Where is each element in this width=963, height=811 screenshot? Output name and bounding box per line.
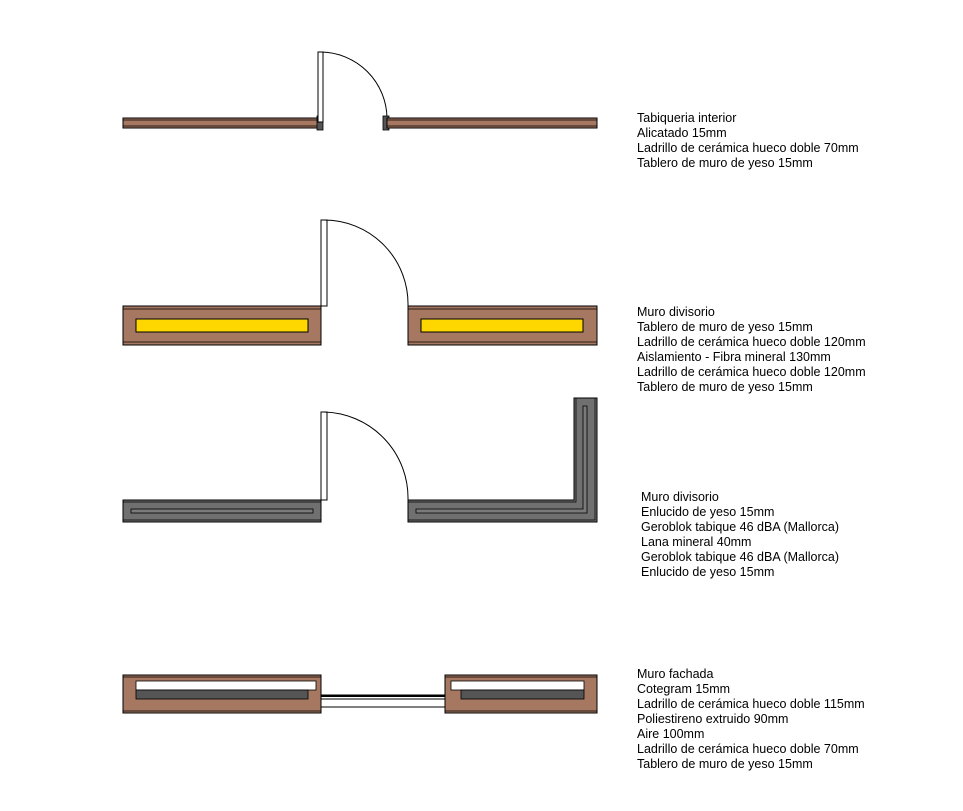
legend-layer: Tablero de muro de yeso 15mm xyxy=(637,320,813,334)
door-leaf-3 xyxy=(320,411,328,501)
legend-tabiqueria-interior: Tabiqueria interior Alicatado 15mm Ladri… xyxy=(637,111,859,171)
legend-title: Muro fachada xyxy=(637,667,714,681)
section-muro-divisorio-1 xyxy=(122,219,598,346)
legend-layer: Ladrillo de cerámica hueco doble 115mm xyxy=(637,697,865,711)
legend-title: Tabiqueria interior xyxy=(637,111,737,125)
legend-layer: Aire 100mm xyxy=(637,727,705,741)
wall-right-3 xyxy=(407,397,598,523)
section-muro-divisorio-2 xyxy=(122,397,598,523)
door-swing-3 xyxy=(323,411,409,501)
mineral-wool-right-3 xyxy=(415,405,588,514)
air-gap-left-4 xyxy=(135,680,317,691)
insulation-left-2 xyxy=(135,318,309,333)
legend-layer: Lana mineral 40mm xyxy=(641,535,752,549)
legend-layer: Ladrillo de cerámica hueco doble 70mm xyxy=(637,141,859,155)
insulation-left-4 xyxy=(135,689,309,700)
legend-muro-divisorio-2: Muro divisorio Enlucido de yeso 15mm Ger… xyxy=(641,490,839,580)
legend-layer: Cotegram 15mm xyxy=(637,682,731,696)
legend-layer: Ladrillo de cerámica hueco doble 120mm xyxy=(637,365,866,379)
legend-title: Muro divisorio xyxy=(637,305,715,319)
legend-layer: Geroblok tabique 46 dBA (Mallorca) xyxy=(641,520,840,534)
insulation-right-2 xyxy=(420,318,584,333)
legend-layer: Tablero de muro de yeso 15mm xyxy=(637,757,813,771)
legend-layer: Geroblok tabique 46 dBA (Mallorca) xyxy=(641,550,840,564)
legend-muro-fachada: Muro fachada Cotegram 15mm Ladrillo de c… xyxy=(637,667,865,772)
legend-layer: Tablero de muro de yeso 15mm xyxy=(637,156,813,170)
door-swing-1 xyxy=(320,51,388,119)
legend-layer: Ladrillo de cerámica hueco doble 120mm xyxy=(637,335,866,349)
air-gap-right-4 xyxy=(450,680,585,691)
legend-title: Muro divisorio xyxy=(641,490,719,504)
wall-right-1 xyxy=(386,117,598,129)
door-leaf-2 xyxy=(320,219,328,307)
section-tabiqueria-interior xyxy=(122,51,598,131)
legend-layer: Aislamiento - Fibra mineral 130mm xyxy=(637,350,831,364)
legend-layer: Alicatado 15mm xyxy=(637,126,727,140)
section-muro-fachada xyxy=(122,674,598,714)
wall-right-3-inner-plaster xyxy=(408,398,596,521)
legend-layer: Tablero de muro de yeso 15mm xyxy=(637,380,813,394)
legend-layer: Enlucido de yeso 15mm xyxy=(641,505,775,519)
wall-left-1 xyxy=(122,117,322,129)
legend-muro-divisorio-1: Muro divisorio Tablero de muro de yeso 1… xyxy=(637,305,866,395)
legend-layer: Poliestireno extruido 90mm xyxy=(637,712,789,726)
door-leaf-1 xyxy=(317,51,324,123)
mineral-wool-left-3 xyxy=(130,508,314,514)
door-swing-2 xyxy=(323,219,409,307)
legend-layer: Enlucido de yeso 15mm xyxy=(641,565,775,579)
insulation-right-4 xyxy=(460,689,585,700)
legend-layer: Ladrillo de cerámica hueco doble 70mm xyxy=(637,742,859,756)
